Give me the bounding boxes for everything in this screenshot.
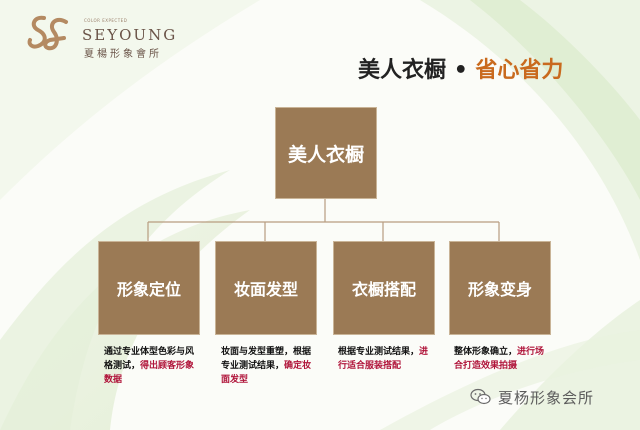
logo-tagline: COLOR EXPECTED	[84, 18, 128, 23]
root-node: 美人衣橱	[275, 107, 377, 199]
desc-emphasis: 得出顾客形象数据	[104, 361, 195, 385]
desc-emphasis: 确定妆面发型	[221, 361, 312, 385]
node-image-makeover: 形象变身	[449, 241, 551, 335]
node-makeup-hair: 妆面发型	[215, 241, 317, 335]
desc-wardrobe-matching: 根据专业测试结果，进行适合服装搭配	[338, 345, 432, 373]
desc-text: 整体形象确立，	[454, 347, 518, 357]
title-accent: 省心省力	[475, 58, 564, 83]
desc-text: 通过专业体型色彩与风格测试，	[104, 347, 195, 371]
node-image-positioning: 形象定位	[98, 241, 200, 335]
desc-emphasis: 进行场合打造效果拍摄	[454, 347, 545, 371]
desc-image-positioning: 通过专业体型色彩与风格测试，得出顾客形象数据	[104, 345, 196, 387]
desc-image-makeover: 整体形象确立，进行场合打造效果拍摄	[454, 345, 548, 373]
desc-emphasis: 进行适合服装搭配	[338, 347, 429, 371]
page-title: 美人衣橱 • 省心省力	[358, 52, 563, 84]
desc-text: 妆面与发型重塑，根据专业测试结果，	[221, 347, 312, 371]
title-main: 美人衣橱	[358, 58, 447, 83]
brand-logo: COLOR EXPECTED SEYOUNG 夏楊形象會所	[26, 12, 175, 60]
wechat-icon	[470, 388, 491, 405]
seyoung-logo-icon	[27, 15, 68, 51]
wechat-watermark: 夏杨形象会所	[470, 385, 594, 409]
logo-name-en: SEYOUNG	[82, 26, 178, 44]
watermark-text: 夏杨形象会所	[498, 388, 595, 407]
node-wardrobe-matching: 衣橱搭配	[333, 241, 435, 335]
title-separator: •	[453, 58, 468, 83]
logo-name-cn: 夏楊形象會所	[84, 49, 162, 60]
desc-text: 根据专业测试结果，	[338, 347, 420, 357]
desc-makeup-hair: 妆面与发型重塑，根据专业测试结果，确定妆面发型	[221, 345, 319, 387]
